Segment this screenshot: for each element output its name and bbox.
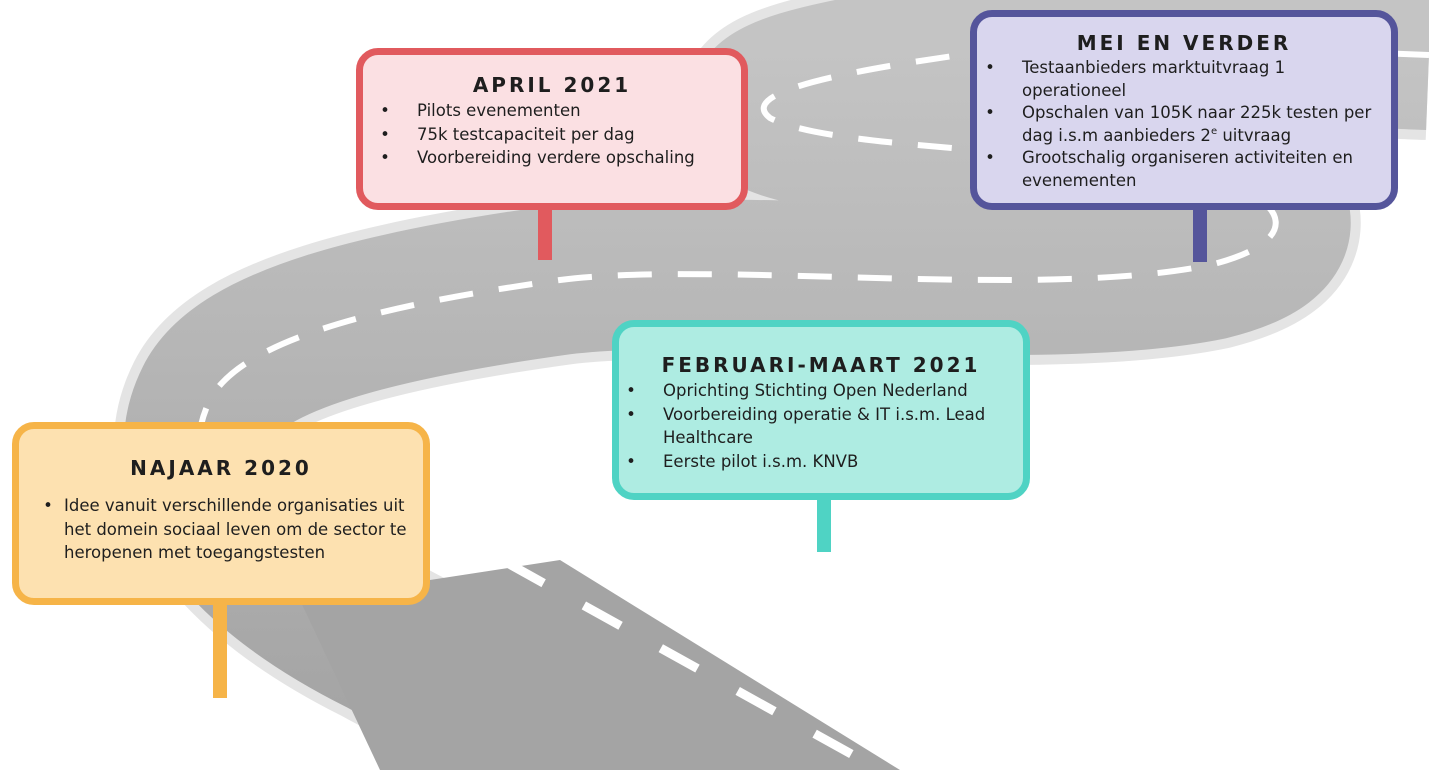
list-item: Eerste pilot i.s.m. KNVB: [623, 450, 1023, 474]
list-item: Testaanbieders marktuitvraag 1 operation…: [982, 57, 1391, 102]
milestone-title: NAJAAR 2020: [130, 456, 312, 480]
road-foreground: [300, 560, 900, 770]
milestone-mei-en-verder: MEI EN VERDER Testaanbieders marktuitvra…: [970, 10, 1398, 210]
najaar-pole: [213, 600, 227, 698]
milestone-februari-maart-2021: FEBRUARI-MAART 2021 Oprichting Stichting…: [612, 320, 1030, 500]
milestone-title: FEBRUARI-MAART 2021: [661, 353, 981, 377]
milestone-april-2021: APRIL 2021 Pilots evenementen 75k testca…: [356, 48, 748, 210]
list-item: Grootschalig organiseren activiteiten en…: [982, 147, 1391, 192]
list-item: Voorbereiding operatie & IT i.s.m. Lead …: [623, 403, 1023, 450]
list-item: 75k testcapaciteit per dag: [377, 123, 741, 147]
feb-pole: [817, 495, 831, 552]
list-item-text: uitvraag: [1217, 125, 1292, 145]
milestone-list: Pilots evenementen 75k testcapaciteit pe…: [363, 97, 741, 170]
april-pole: [538, 205, 552, 260]
milestone-list: Testaanbieders marktuitvraag 1 operation…: [977, 55, 1391, 192]
list-item: Opschalen van 105K naar 225k testen per …: [982, 102, 1391, 147]
list-item: Pilots evenementen: [377, 99, 741, 123]
list-item: Voorbereiding verdere opschaling: [377, 146, 741, 170]
list-item: Idee vanuit verschillende organisaties u…: [40, 494, 423, 565]
mei-pole: [1193, 205, 1207, 262]
milestone-list: Idee vanuit verschillende organisaties u…: [19, 480, 423, 565]
milestone-title: MEI EN VERDER: [1076, 31, 1292, 55]
lane-marking: [195, 44, 1429, 770]
milestone-list: Oprichting Stichting Open Nederland Voor…: [619, 377, 1023, 473]
milestone-najaar-2020: NAJAAR 2020 Idee vanuit verschillende or…: [12, 422, 430, 605]
list-item-text: Opschalen van 105K naar 225k testen per …: [1022, 103, 1372, 145]
list-item: Oprichting Stichting Open Nederland: [623, 379, 1023, 403]
milestone-title: APRIL 2021: [472, 73, 632, 97]
superscript: e: [1210, 125, 1218, 137]
